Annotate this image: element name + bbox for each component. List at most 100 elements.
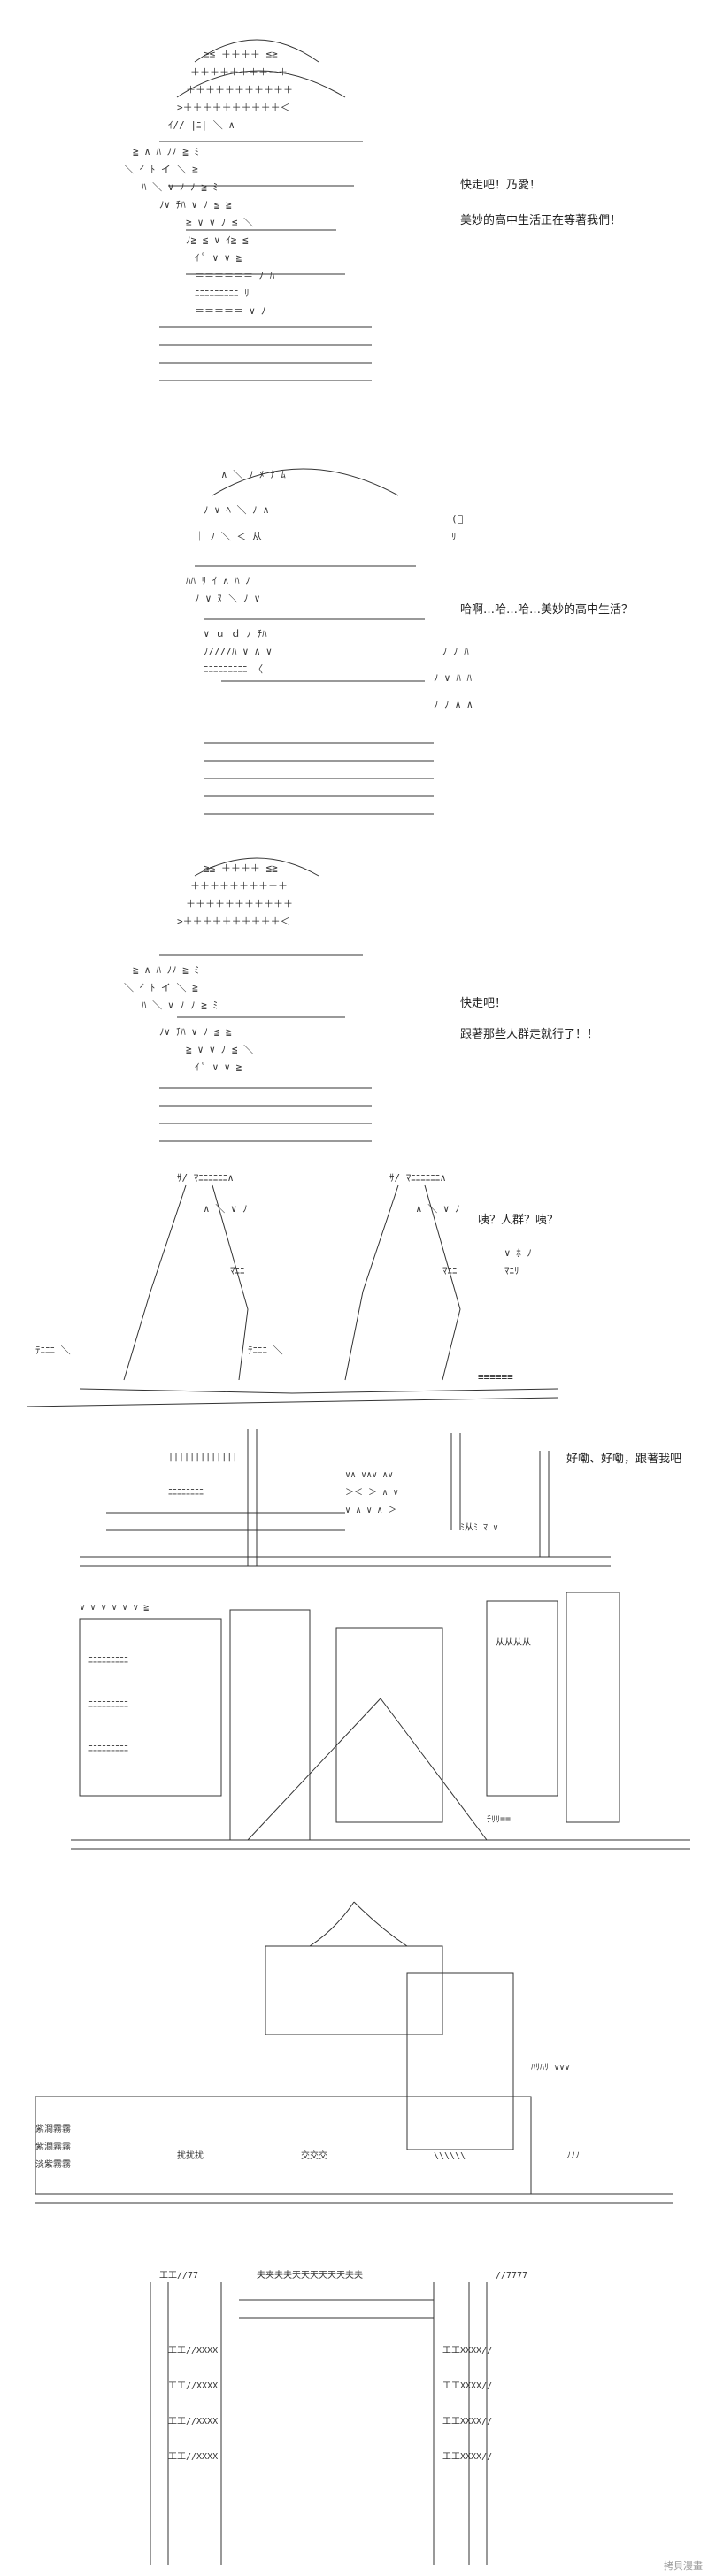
watermark: 拷貝漫畫 bbox=[664, 2560, 703, 2572]
svg-text:ﾆﾆﾆﾆﾆﾆﾆﾆ: ﾆﾆﾆﾆﾆﾆﾆﾆ bbox=[168, 1488, 204, 1498]
svg-text:紫澗霧霧: 紫澗霧霧 bbox=[35, 2142, 71, 2152]
panel-3: ≧≦ ＋＋＋＋ ≦≧ ＋＋＋＋＋＋＋＋＋＋ ＋＋＋＋＋＋＋＋＋＋＋ >＋＋＋＋＋… bbox=[0, 840, 708, 1168]
svg-text:＞＜ ＞ ∧ ∨: ＞＜ ＞ ∧ ∨ bbox=[345, 1488, 398, 1498]
svg-text:(ﾟ: (ﾟ bbox=[451, 513, 463, 525]
svg-text:ﾆﾆﾆﾆﾆﾆﾆﾆﾆ 〈: ﾆﾆﾆﾆﾆﾆﾆﾆﾆ 〈 bbox=[204, 663, 263, 675]
svg-text:ｻ/ ﾏﾆﾆﾆﾆﾆﾆ∧: ｻ/ ﾏﾆﾆﾆﾆﾆﾆ∧ bbox=[177, 1172, 234, 1184]
svg-text:∨ ﾎ ﾉ: ∨ ﾎ ﾉ bbox=[504, 1247, 532, 1259]
svg-text:淡紫霧霧: 淡紫霧霧 bbox=[35, 2159, 71, 2170]
svg-text:∨ ｕ ｄ ﾉ ﾁﾊ: ∨ ｕ ｄ ﾉ ﾁﾊ bbox=[204, 628, 267, 640]
speech-line: 跟著那些人群走就行了！！ bbox=[460, 1028, 599, 1041]
svg-text://7777: //7777 bbox=[496, 2271, 527, 2281]
panel-6: ∨ ∨ ∨ ∨ ∨ ∨ ≧ ﾆﾆﾆﾆﾆﾆﾆﾆﾆ ﾆﾆﾆﾆﾆﾆﾆﾆﾆ ﾆﾆﾆﾆﾆﾆ… bbox=[0, 1592, 708, 1867]
panel-2: ∧ ＼ ﾉ ﾒ ﾅ ﾑ ﾉ ∨ ﾍ ＼ ﾉ ∧ ｜ ﾉ ＼ ＜ 从 ﾊﾊ ﾘ ｲ… bbox=[0, 416, 708, 840]
svg-text:ﾊ ＼ ∨ ﾉ ﾉ ≧ ﾐ: ﾊ ＼ ∨ ﾉ ﾉ ≧ ﾐ bbox=[142, 181, 218, 193]
svg-text:>＋＋＋＋＋＋＋＋＋＋＜: >＋＋＋＋＋＋＋＋＋＋＜ bbox=[177, 916, 290, 927]
svg-text:ﾏﾆﾆ: ﾏﾆﾆ bbox=[230, 1265, 245, 1276]
svg-text:＼ ｲ ﾄ イ ＼ ≧: ＼ ｲ ﾄ イ ＼ ≧ bbox=[124, 982, 198, 993]
svg-text:ｻ/ ﾏﾆﾆﾆﾆﾆﾆ∧: ｻ/ ﾏﾆﾆﾆﾆﾆﾆ∧ bbox=[389, 1172, 446, 1184]
svg-text:∧ ＼ ∨ ﾉ: ∧ ＼ ∨ ﾉ bbox=[204, 1203, 248, 1215]
ascii-art-gate: 工工//77 夫夹夫夫天天天天天天夫夫 //7777 工工//XXXX 工工//… bbox=[150, 2269, 527, 2565]
svg-text:ﾉ ﾉ ﾊ: ﾉ ﾉ ﾊ bbox=[442, 646, 469, 657]
svg-text:｜ ﾉ ＼ ＜ 从: ｜ ﾉ ＼ ＜ 从 bbox=[195, 531, 262, 542]
svg-text:紫澗霧霧: 紫澗霧霧 bbox=[35, 2124, 71, 2135]
svg-text:工工//XXXX: 工工//XXXX bbox=[168, 2417, 218, 2426]
svg-text:ﾉﾉﾉ: ﾉﾉﾉ bbox=[566, 2151, 580, 2161]
svg-text:ﾉ≧ ≦ ∨ ｲ≧ ≦: ﾉ≧ ≦ ∨ ｲ≧ ≦ bbox=[186, 234, 249, 246]
svg-text:ﾉ ∨ ﾊ ﾊ: ﾉ ∨ ﾊ ﾊ bbox=[434, 672, 472, 684]
svg-text:＋＋＋＋＋＋＋＋＋＋: ＋＋＋＋＋＋＋＋＋＋ bbox=[190, 880, 288, 892]
svg-text:＋＋＋＋＋＋＋＋＋＋: ＋＋＋＋＋＋＋＋＋＋ bbox=[190, 66, 288, 78]
svg-text:交交交: 交交交 bbox=[301, 2150, 327, 2161]
svg-text:ｲ ﾟ ∨ ∨ ≧: ｲ ﾟ ∨ ∨ ≧ bbox=[195, 1062, 242, 1073]
svg-text:≧ ∨ ∨ ﾉ ≦ ＼: ≧ ∨ ∨ ﾉ ≦ ＼ bbox=[186, 217, 253, 228]
svg-text:从从从从: 从从从从 bbox=[496, 1638, 531, 1648]
panel-1: ≧≦ ＋＋＋＋ ≦≧ ＋＋＋＋＋＋＋＋＋＋ ＋＋＋＋＋＋＋＋＋＋＋ >＋＋＋＋＋… bbox=[0, 0, 708, 416]
svg-text:ｲ// |ﾆ| ＼ ∧: ｲ// |ﾆ| ＼ ∧ bbox=[168, 119, 235, 131]
speech-line: 美妙的高中生活正在等著我們！ bbox=[460, 214, 622, 227]
ascii-art-street: ∨ ∨ ∨ ∨ ∨ ∨ ≧ ﾆﾆﾆﾆﾆﾆﾆﾆﾆ ﾆﾆﾆﾆﾆﾆﾆﾆﾆ ﾆﾆﾆﾆﾆﾆ… bbox=[71, 1592, 690, 1850]
svg-text:ﾐ从ﾐ ﾏ ∨: ﾐ从ﾐ ﾏ ∨ bbox=[460, 1523, 498, 1533]
panel-7: ﾊﾘﾊﾘ ∨∨∨ 紫澗霧霧 紫澗霧霧 淡紫霧霧 扰扰扰 交交交 \\\\\\ ﾉ… bbox=[0, 1867, 708, 2265]
svg-text:≧ ∧ ﾊ ﾉﾉ ≧ ﾐ: ≧ ∧ ﾊ ﾉﾉ ≧ ﾐ bbox=[133, 146, 199, 157]
svg-text:ﾆﾆﾆﾆﾆﾆﾆﾆﾆ: ﾆﾆﾆﾆﾆﾆﾆﾆﾆ bbox=[88, 1656, 128, 1666]
svg-text:∧ ＼ ﾉ ﾒ ﾅ ﾑ: ∧ ＼ ﾉ ﾒ ﾅ ﾑ bbox=[221, 469, 286, 480]
svg-text:工工XXXX//: 工工XXXX// bbox=[442, 2452, 492, 2462]
svg-text:工工//XXXX: 工工//XXXX bbox=[168, 2346, 218, 2356]
ascii-art-character: ≧≦ ＋＋＋＋ ≦≧ ＋＋＋＋＋＋＋＋＋＋ ＋＋＋＋＋＋＋＋＋＋＋ >＋＋＋＋＋… bbox=[124, 39, 372, 381]
ascii-art-building: ﾊﾘﾊﾘ ∨∨∨ 紫澗霧霧 紫澗霧霧 淡紫霧霧 扰扰扰 交交交 \\\\\\ ﾉ… bbox=[35, 1901, 673, 2204]
svg-text:∨∧ ∨∧∨ ∧∨: ∨∧ ∨∧∨ ∧∨ bbox=[345, 1470, 393, 1480]
svg-text:ﾉ∨ ﾁﾊ ∨ ﾉ ≦ ≧: ﾉ∨ ﾁﾊ ∨ ﾉ ≦ ≧ bbox=[159, 199, 232, 211]
svg-text:≧ ∧ ﾊ ﾉﾉ ≧ ﾐ: ≧ ∧ ﾊ ﾉﾉ ≧ ﾐ bbox=[133, 964, 199, 976]
svg-text:∧ ＼ ∨ ﾉ: ∧ ＼ ∨ ﾉ bbox=[416, 1203, 460, 1215]
svg-text:工工//XXXX: 工工//XXXX bbox=[168, 2381, 218, 2391]
svg-text:＝＝＝＝＝ ∨ ﾉ: ＝＝＝＝＝ ∨ ﾉ bbox=[195, 305, 266, 317]
svg-text:ﾆﾆﾆﾆﾆﾆﾆﾆﾆ ﾘ: ﾆﾆﾆﾆﾆﾆﾆﾆﾆ ﾘ bbox=[195, 288, 250, 299]
svg-text:工工XXXX//: 工工XXXX// bbox=[442, 2417, 492, 2426]
svg-text:工工XXXX//: 工工XXXX// bbox=[442, 2346, 492, 2356]
svg-text:ﾊ ＼ ∨ ﾉ ﾉ ≧ ﾐ: ﾊ ＼ ∨ ﾉ ﾉ ≧ ﾐ bbox=[142, 1000, 218, 1011]
speech-line: 咦？人群？咦？ bbox=[478, 1214, 559, 1227]
svg-text:ｲ ﾟ ∨ ∨ ≧: ｲ ﾟ ∨ ∨ ≧ bbox=[195, 252, 242, 264]
svg-text:ﾘ: ﾘ bbox=[451, 531, 457, 542]
svg-text:＋＋＋＋＋＋＋＋＋＋＋: ＋＋＋＋＋＋＋＋＋＋＋ bbox=[186, 84, 293, 96]
svg-text:ﾆﾆﾆﾆﾆﾆﾆﾆﾆ: ﾆﾆﾆﾆﾆﾆﾆﾆﾆ bbox=[88, 1744, 128, 1754]
ascii-art-character: ≧≦ ＋＋＋＋ ≦≧ ＋＋＋＋＋＋＋＋＋＋ ＋＋＋＋＋＋＋＋＋＋＋ >＋＋＋＋＋… bbox=[124, 857, 372, 1142]
panel-4: ｻ/ ﾏﾆﾆﾆﾆﾆﾆ∧ ｻ/ ﾏﾆﾆﾆﾆﾆﾆ∧ ∧ ＼ ∨ ﾉ ∧ ＼ ∨ ﾉ … bbox=[0, 1168, 708, 1424]
ascii-art-scene: ||||||||||||| ∨∧ ∨∧∨ ∧∨ ＞＜ ＞ ∧ ∨ ∨ ∧ ∨ ∧… bbox=[80, 1429, 611, 1567]
svg-text:ﾃﾆﾆﾆ ＼: ﾃﾆﾆﾆ ＼ bbox=[248, 1345, 283, 1356]
svg-text:ﾉ////ﾊ ∨ ∧ ∨: ﾉ////ﾊ ∨ ∧ ∨ bbox=[204, 646, 272, 657]
svg-text:ﾉ ∨ ﾍ ＼ ﾉ ∧: ﾉ ∨ ﾍ ＼ ﾉ ∧ bbox=[204, 504, 269, 516]
svg-text:ﾊﾘﾊﾘ ∨∨∨: ﾊﾘﾊﾘ ∨∨∨ bbox=[531, 2063, 570, 2073]
svg-text:ﾏﾆﾆ: ﾏﾆﾆ bbox=[442, 1265, 458, 1276]
svg-text:≧ ∨ ∨ ﾉ ≦ ＼: ≧ ∨ ∨ ﾉ ≦ ＼ bbox=[186, 1044, 253, 1055]
svg-text:ﾁﾘﾘ≡≡: ﾁﾘﾘ≡≡ bbox=[487, 1815, 511, 1825]
svg-text:工工//77: 工工//77 bbox=[159, 2271, 198, 2281]
svg-text:ﾉ ∨ ﾇ ＼ ﾉ ∨: ﾉ ∨ ﾇ ＼ ﾉ ∨ bbox=[195, 593, 260, 604]
svg-text:∨ ∨ ∨ ∨ ∨ ∨ ≧: ∨ ∨ ∨ ∨ ∨ ∨ ≧ bbox=[80, 1603, 149, 1613]
svg-text:夫夹夫夫天天天天天天夫夫: 夫夹夫夫天天天天天天夫夫 bbox=[257, 2269, 363, 2281]
svg-text:≡≡≡≡≡≡: ≡≡≡≡≡≡ bbox=[478, 1371, 513, 1383]
ascii-art-character: ∧ ＼ ﾉ ﾒ ﾅ ﾑ ﾉ ∨ ﾍ ＼ ﾉ ∧ ｜ ﾉ ＼ ＜ 从 ﾊﾊ ﾘ ｲ… bbox=[186, 468, 473, 815]
speech-line: 快走吧！ bbox=[460, 997, 507, 1010]
speech-line: 哈啊…哈…哈…美妙的高中生活？ bbox=[460, 603, 634, 617]
svg-text:ﾃﾆﾆﾆ ＼: ﾃﾆﾆﾆ ＼ bbox=[35, 1345, 71, 1356]
svg-text:ﾊﾊ ﾘ ｲ ∧ ﾊ ﾉ: ﾊﾊ ﾘ ｲ ∧ ﾊ ﾉ bbox=[186, 575, 250, 586]
svg-text:ﾆﾆﾆﾆﾆﾆﾆﾆﾆ: ﾆﾆﾆﾆﾆﾆﾆﾆﾆ bbox=[88, 1700, 128, 1710]
svg-text:≧≦ ＋＋＋＋ ≦≧: ≧≦ ＋＋＋＋ ≦≧ bbox=[204, 49, 278, 60]
svg-text:\\\\\\: \\\\\\ bbox=[434, 2151, 466, 2161]
svg-text:ﾉ∨ ﾁﾊ ∨ ﾉ ≦ ≧: ﾉ∨ ﾁﾊ ∨ ﾉ ≦ ≧ bbox=[159, 1026, 232, 1038]
svg-text:＼ ｲ ﾄ イ ＼ ≧: ＼ ｲ ﾄ イ ＼ ≧ bbox=[124, 164, 198, 175]
ascii-art-crowd: ｻ/ ﾏﾆﾆﾆﾆﾆﾆ∧ ｻ/ ﾏﾆﾆﾆﾆﾆﾆ∧ ∧ ＼ ∨ ﾉ ∧ ＼ ∨ ﾉ … bbox=[27, 1172, 558, 1407]
speech-line: 好嘞、好嘞，跟著我吧 bbox=[566, 1453, 682, 1466]
panel-8: 工工//77 夫夹夫夫天天天天天天夫夫 //7777 工工//XXXX 工工//… bbox=[0, 2265, 708, 2576]
speech-line: 快走吧！乃愛！ bbox=[460, 179, 542, 192]
svg-text:＝＝＝＝＝＝ ﾉ ﾊ: ＝＝＝＝＝＝ ﾉ ﾊ bbox=[195, 270, 275, 281]
svg-text:工工//XXXX: 工工//XXXX bbox=[168, 2452, 218, 2462]
svg-text:＋＋＋＋＋＋＋＋＋＋＋: ＋＋＋＋＋＋＋＋＋＋＋ bbox=[186, 898, 293, 909]
svg-text:≧≦ ＋＋＋＋ ≦≧: ≧≦ ＋＋＋＋ ≦≧ bbox=[204, 862, 278, 874]
svg-text:ﾏﾆﾘ: ﾏﾆﾘ bbox=[504, 1265, 519, 1276]
svg-text:工工XXXX//: 工工XXXX// bbox=[442, 2381, 492, 2391]
svg-text:扰扰扰: 扰扰扰 bbox=[177, 2150, 204, 2161]
